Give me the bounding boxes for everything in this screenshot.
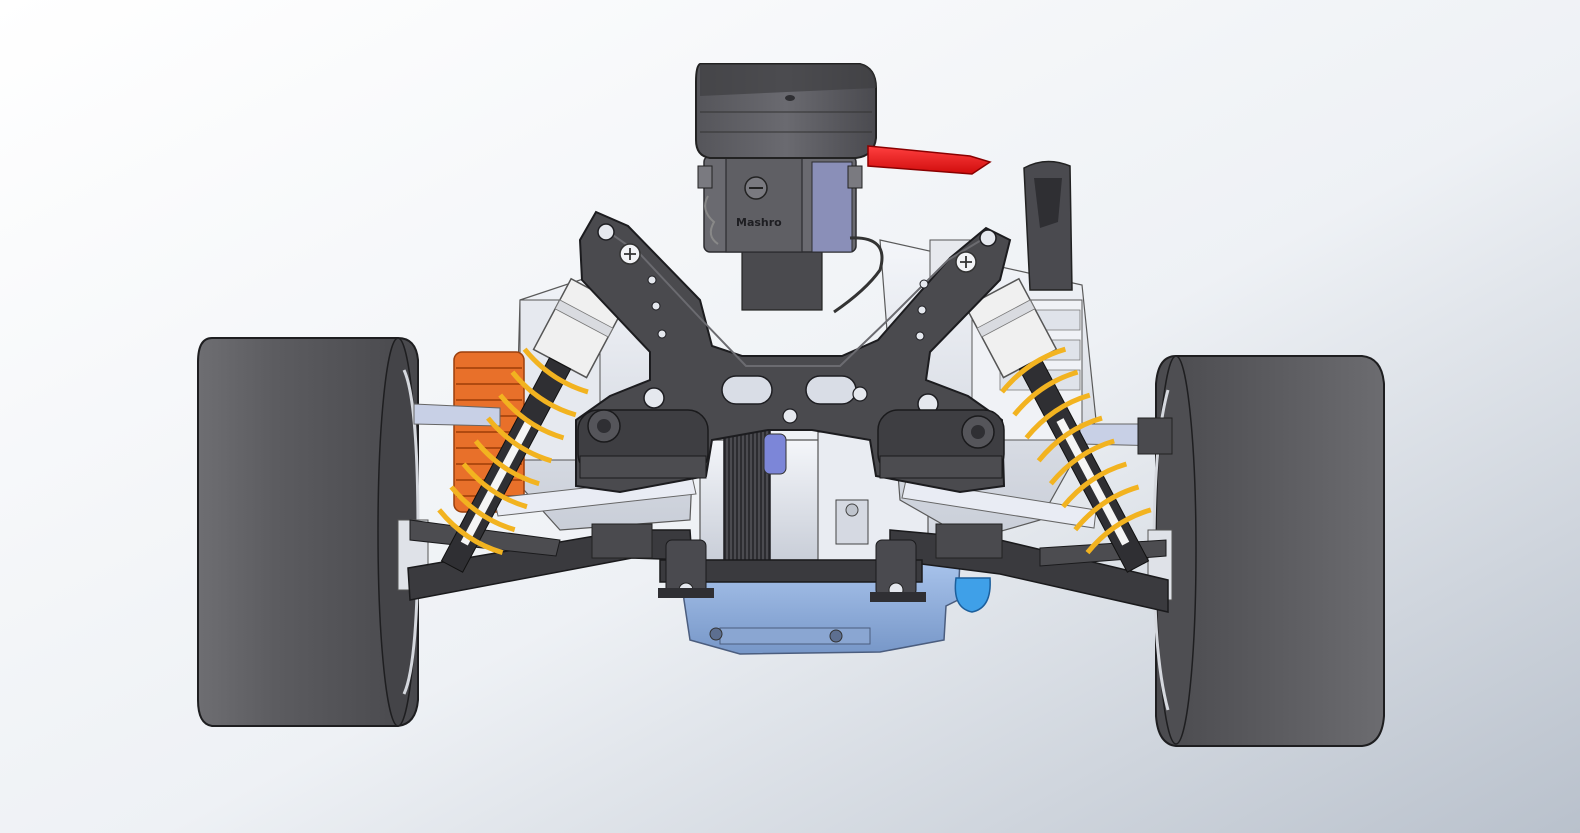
gearbox-housing[interactable]: [679, 431, 961, 655]
blue-servo-saver[interactable]: [954, 577, 991, 613]
engine-cylinder[interactable]: Mashro: [697, 155, 863, 311]
exhaust-pipe[interactable]: [867, 145, 992, 175]
lower-chassis-plate[interactable]: [658, 539, 926, 602]
right-upper-rod[interactable]: [901, 417, 1173, 529]
tower-screw-left: [619, 243, 641, 265]
antenna-mount[interactable]: [1023, 160, 1073, 291]
tower-screw-right: [955, 251, 977, 273]
right-shock-absorber[interactable]: [959, 275, 1172, 584]
right-wheel[interactable]: [1147, 355, 1385, 747]
engine-brand-label: Mashro: [736, 216, 782, 229]
right-lower-arm[interactable]: [889, 523, 1169, 613]
left-wheel[interactable]: [197, 337, 429, 727]
carburetor[interactable]: [704, 195, 884, 314]
engine-cooling-head[interactable]: [695, 63, 877, 159]
right-bulkhead[interactable]: [877, 409, 1005, 479]
left-bulkhead[interactable]: [577, 409, 709, 479]
left-lower-arm[interactable]: [407, 519, 693, 601]
left-shock-absorber[interactable]: [419, 275, 632, 584]
